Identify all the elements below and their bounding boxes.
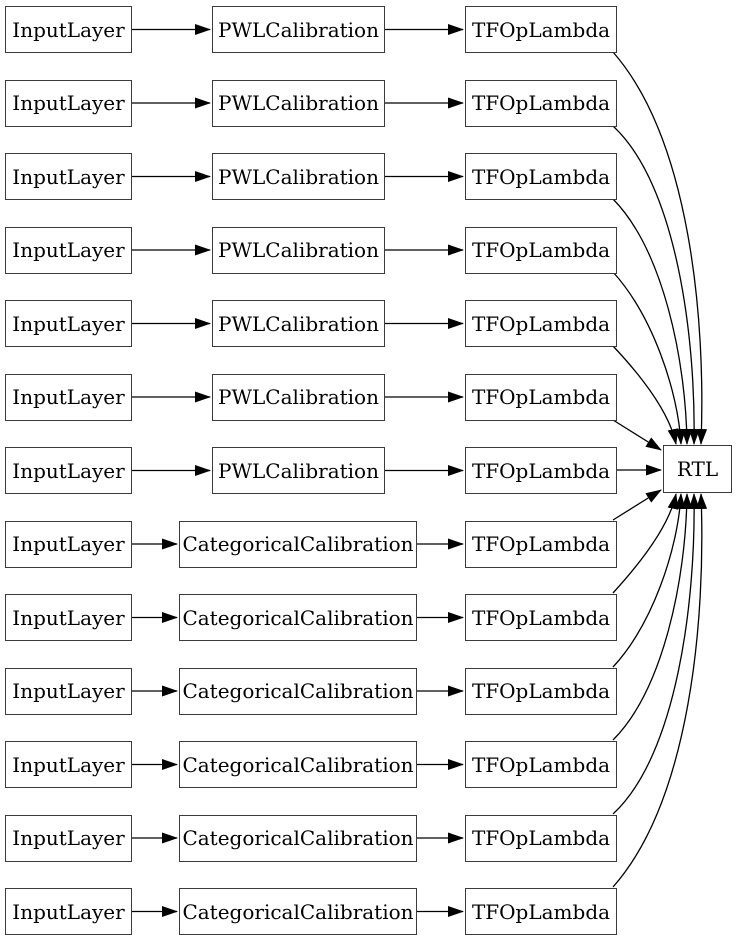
input-layer-node: InputLayer — [5, 888, 132, 935]
input-layer-node-label: InputLayer — [12, 17, 125, 42]
calibration-node: CategoricalCalibration — [179, 520, 417, 568]
calibration-node-label: PWLCalibration — [218, 311, 379, 336]
tf-op-lambda-node: TFOpLambda — [465, 447, 617, 494]
tf-op-lambda-node-label: TFOpLambda — [471, 679, 611, 703]
tf-op-lambda-node: TFOpLambda — [465, 153, 617, 200]
input-layer-node: InputLayer — [5, 79, 132, 127]
input-layer-node: InputLayer — [5, 373, 132, 421]
tf-op-lambda-node: TFOpLambda — [465, 520, 617, 568]
tf-op-lambda-node-label: TFOpLambda — [471, 17, 611, 42]
input-layer-node: InputLayer — [5, 520, 132, 568]
input-layer-node: InputLayer — [5, 667, 132, 715]
tf-op-lambda-node: TFOpLambda — [465, 741, 617, 788]
input-layer-node-label: InputLayer — [12, 458, 125, 483]
calibration-node-label: CategoricalCalibration — [182, 532, 414, 556]
tf-op-lambda-node: TFOpLambda — [465, 373, 617, 421]
tf-op-lambda-node-label: TFOpLambda — [471, 311, 611, 336]
rtl-node: RTL — [663, 445, 732, 493]
calibration-node-label: CategoricalCalibration — [182, 605, 414, 630]
input-layer-node: InputLayer — [5, 300, 132, 347]
tf-op-lambda-node: TFOpLambda — [465, 300, 617, 347]
tf-op-lambda-node-label: TFOpLambda — [471, 164, 611, 189]
edge-op-to-rtl — [612, 493, 679, 594]
calibration-node-label: PWLCalibration — [218, 17, 379, 42]
input-layer-node-label: InputLayer — [12, 91, 125, 115]
input-layer-node: InputLayer — [5, 594, 132, 641]
tf-op-lambda-node: TFOpLambda — [465, 226, 617, 274]
tf-op-lambda-node-label: TFOpLambda — [471, 385, 611, 409]
tf-op-lambda-node: TFOpLambda — [465, 667, 617, 715]
input-layer-node-label: InputLayer — [12, 605, 125, 630]
tf-op-lambda-node-label: TFOpLambda — [471, 605, 611, 630]
input-layer-node-label: InputLayer — [12, 311, 125, 336]
input-layer-node-label: InputLayer — [12, 532, 125, 556]
tf-op-lambda-node-label: TFOpLambda — [471, 532, 611, 556]
calibration-node: PWLCalibration — [212, 373, 385, 421]
input-layer-node: InputLayer — [5, 814, 132, 862]
input-layer-node: InputLayer — [5, 447, 132, 494]
tf-op-lambda-node-label: TFOpLambda — [471, 826, 611, 850]
tf-op-lambda-node-label: TFOpLambda — [471, 91, 611, 115]
input-layer-node-label: InputLayer — [12, 164, 125, 189]
edge-op-to-rtl — [612, 271, 686, 445]
calibration-node: CategoricalCalibration — [179, 888, 417, 935]
calibration-node-label: CategoricalCalibration — [182, 679, 414, 703]
calibration-node: PWLCalibration — [212, 6, 385, 53]
edge-op-to-rtl — [612, 419, 662, 451]
input-layer-node-label: InputLayer — [12, 752, 125, 777]
calibration-node: PWLCalibration — [212, 153, 385, 200]
tf-op-lambda-node-label: TFOpLambda — [471, 752, 611, 777]
tf-op-lambda-node-label: TFOpLambda — [471, 899, 611, 924]
edge-op-to-rtl — [612, 493, 686, 668]
input-layer-node-label: InputLayer — [12, 679, 125, 703]
edge-op-to-rtl — [612, 51, 708, 445]
calibration-node: PWLCalibration — [212, 79, 385, 127]
edge-op-to-rtl — [612, 493, 700, 815]
input-layer-node: InputLayer — [5, 6, 132, 53]
calibration-node-label: CategoricalCalibration — [182, 899, 414, 924]
edge-op-to-rtl — [612, 493, 708, 888]
calibration-node-label: PWLCalibration — [218, 458, 379, 483]
calibration-node-label: PWLCalibration — [218, 238, 379, 262]
tf-op-lambda-node: TFOpLambda — [465, 594, 617, 641]
tf-op-lambda-node-label: TFOpLambda — [471, 458, 611, 483]
edge-op-to-rtl — [612, 198, 693, 445]
tf-op-lambda-node: TFOpLambda — [465, 888, 617, 935]
edge-op-to-rtl — [612, 493, 693, 741]
input-layer-node-label: InputLayer — [12, 826, 125, 850]
edge-op-to-rtl — [612, 345, 679, 445]
tf-op-lambda-node-label: TFOpLambda — [471, 238, 611, 262]
calibration-node: PWLCalibration — [212, 226, 385, 274]
calibration-node: PWLCalibration — [212, 300, 385, 347]
tf-op-lambda-node: TFOpLambda — [465, 814, 617, 862]
calibration-node: CategoricalCalibration — [179, 667, 417, 715]
calibration-node: CategoricalCalibration — [179, 814, 417, 862]
input-layer-node-label: InputLayer — [12, 238, 125, 262]
calibration-node-label: PWLCalibration — [218, 164, 379, 189]
calibration-node: PWLCalibration — [212, 447, 385, 494]
calibration-node: CategoricalCalibration — [179, 594, 417, 641]
input-layer-node: InputLayer — [5, 153, 132, 200]
calibration-node-label: PWLCalibration — [218, 385, 379, 409]
calibration-node-label: PWLCalibration — [218, 91, 379, 115]
edge-op-to-rtl — [612, 489, 662, 521]
calibration-node-label: CategoricalCalibration — [182, 826, 414, 850]
calibration-node: CategoricalCalibration — [179, 741, 417, 788]
rtl-node-label: RTL — [676, 457, 719, 481]
input-layer-node: InputLayer — [5, 226, 132, 274]
input-layer-node-label: InputLayer — [12, 385, 125, 409]
edge-op-to-rtl — [612, 125, 700, 445]
input-layer-node-label: InputLayer — [12, 899, 125, 924]
tf-op-lambda-node: TFOpLambda — [465, 79, 617, 127]
input-layer-node: InputLayer — [5, 741, 132, 788]
calibration-node-label: CategoricalCalibration — [182, 752, 414, 777]
tf-op-lambda-node: TFOpLambda — [465, 6, 617, 53]
